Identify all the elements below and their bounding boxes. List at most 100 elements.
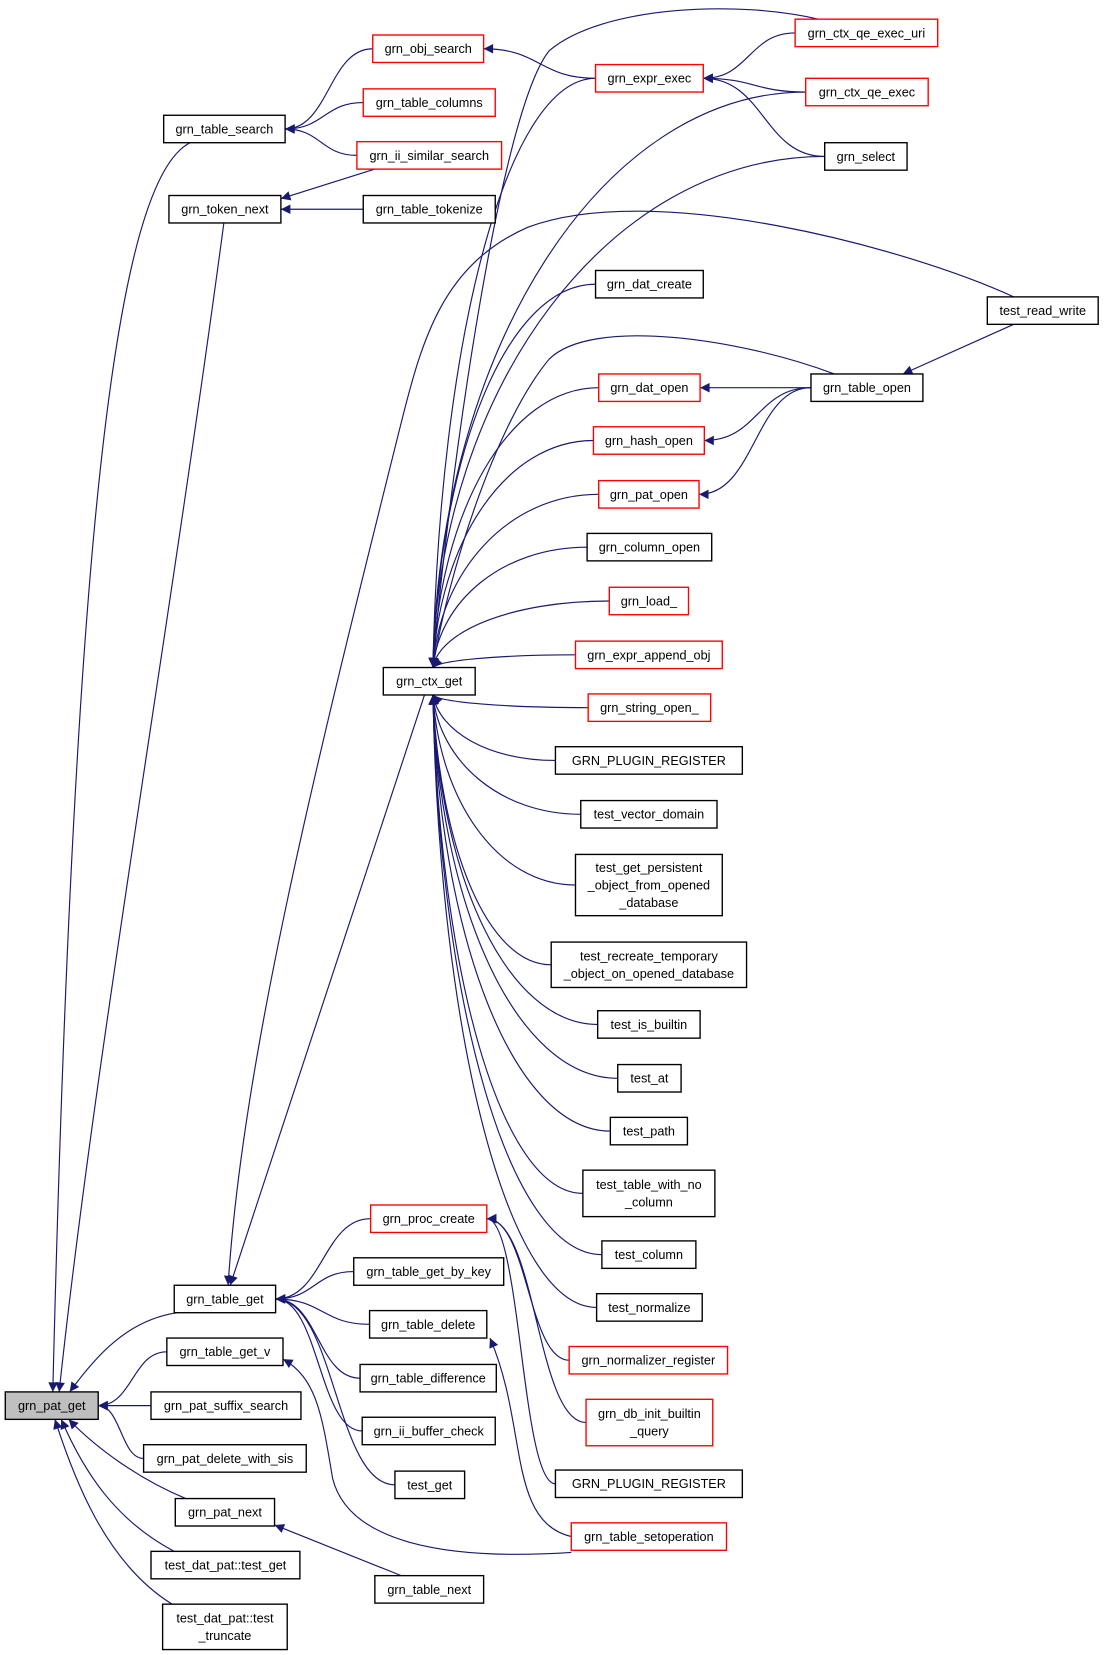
edge-token_next-to-pat_get [55,222,225,1392]
edge-table_delete-to-table_get [275,1294,370,1325]
node-box [374,1574,485,1604]
node-dat_create[interactable]: grn_dat_create [594,269,704,299]
node-obj_search[interactable]: grn_obj_search [372,34,485,64]
node-table_get_v[interactable]: grn_table_get_v [166,1337,284,1367]
edge-table_get_by_key-to-table_get [275,1270,354,1304]
node-box [580,799,718,829]
node-label: test_at [630,1072,668,1086]
edge-table_setoperation-to-table_delete [489,1337,572,1538]
node-pat_open[interactable]: grn_pat_open [598,479,700,509]
node-load_[interactable]: grn_load_ [608,586,690,616]
node-plugin_register_1[interactable]: GRN_PLUGIN_REGISTER [554,746,744,775]
node-ii_similar_search[interactable]: grn_ii_similar_search [356,140,503,170]
node-table_next[interactable]: grn_table_next [374,1574,485,1604]
node-label: test_is_builtin [611,1018,688,1032]
node-table_get_by_key[interactable]: grn_table_get_by_key [353,1257,505,1286]
node-table_open[interactable]: grn_table_open [810,373,924,403]
edge-test_table_with_no_column-to-ctx_get [428,694,583,1194]
node-string_open_[interactable]: grn_string_open_ [587,693,712,723]
node-test_vector_domain[interactable]: test_vector_domain [580,799,718,829]
node-expr_exec[interactable]: grn_expr_exec [594,63,704,93]
node-ctx_qe_exec_uri[interactable]: grn_ctx_qe_exec_uri [794,18,939,48]
node-label: grn_table_next [387,1583,471,1597]
node-box [608,586,690,616]
node-test_recreate[interactable]: test_recreate_temporary_object_on_opened… [550,941,748,989]
node-box [585,1398,714,1447]
node-label: grn_table_difference [371,1372,486,1386]
node-table_columns[interactable]: grn_table_columns [362,88,496,118]
node-test_column[interactable]: test_column [601,1240,697,1270]
node-test_get[interactable]: test_get [394,1470,466,1500]
node-test_at[interactable]: test_at [617,1063,682,1093]
node-box [570,1522,728,1551]
node-proc_create[interactable]: grn_proc_create [369,1204,488,1234]
node-pat_next[interactable]: grn_pat_next [174,1497,276,1527]
node-label: _truncate [198,1629,252,1643]
node-select[interactable]: grn_select [824,142,908,171]
node-label: test_vector_domain [594,808,704,822]
node-hash_open[interactable]: grn_hash_open [592,426,706,455]
edge-select-to-ctx_get [428,155,825,668]
edge-table_next-to-pat_next [274,1524,402,1577]
node-token_next[interactable]: grn_token_next [168,194,282,224]
node-table_difference[interactable]: grn_table_difference [359,1363,497,1393]
edge-ii_similar_search-to-token_next [280,168,376,201]
node-label: test_get [407,1478,453,1492]
node-pat_suffix_search[interactable]: grn_pat_suffix_search [150,1391,302,1421]
edge-table_get_v-to-pat_get [98,1351,167,1411]
edge-table_open-to-ctx_get [429,335,835,668]
node-table_setoperation[interactable]: grn_table_setoperation [570,1522,728,1551]
node-dat_open[interactable]: grn_dat_open [598,373,701,403]
node-test_dat_pat_test_get[interactable]: test_dat_pat::test_get [150,1550,301,1580]
node-label: grn_obj_search [385,42,472,56]
edge-db_init_builtin_query-to-proc_create [486,1214,587,1424]
node-table_search[interactable]: grn_table_search [162,114,286,144]
node-db_init_builtin_query[interactable]: grn_db_init_builtin_query [585,1398,714,1447]
edge-ctx_qe_exec_uri-to-expr_exec [703,32,796,84]
node-label: grn_load_ [621,594,678,608]
node-box [574,640,723,670]
node-box [805,77,929,107]
node-ctx_qe_exec[interactable]: grn_ctx_qe_exec [805,77,929,107]
node-box [353,1257,505,1286]
node-expr_append_obj[interactable]: grn_expr_append_obj [574,640,723,670]
node-test_path[interactable]: test_path [609,1116,689,1146]
node-table_tokenize[interactable]: grn_table_tokenize [362,194,496,224]
node-test_dat_pat_test_truncate[interactable]: test_dat_pat::test_truncate [161,1603,288,1651]
node-label: grn_select [837,150,896,164]
node-table_delete[interactable]: grn_table_delete [368,1309,488,1339]
node-label: grn_table_setoperation [584,1530,713,1544]
edge-test_read_write-to-table_open [902,323,1014,375]
edge-ii_buffer_check-to-table_get [275,1294,363,1432]
node-label: test_get_persistent [595,861,702,875]
node-label: grn_proc_create [383,1212,475,1226]
node-test_get_persistent[interactable]: test_get_persistent_object_from_opened_d… [574,853,723,917]
node-column_open[interactable]: grn_column_open [586,532,713,562]
node-label: grn_table_get_v [180,1345,271,1359]
node-ii_buffer_check[interactable]: grn_ii_buffer_check [361,1416,496,1446]
node-test_is_builtin[interactable]: test_is_builtin [596,1010,701,1039]
node-plugin_register_2[interactable]: GRN_PLUGIN_REGISTER [554,1469,744,1499]
edge-test_at-to-ctx_get [428,694,618,1079]
node-label: grn_column_open [599,541,700,555]
node-normalizer_register[interactable]: grn_normalizer_register [568,1345,729,1375]
node-box [824,142,908,171]
node-table_get[interactable]: grn_table_get [173,1284,277,1314]
node-box [161,1603,288,1651]
node-pat_get[interactable]: grn_pat_get [4,1391,99,1421]
edge-expr_exec-to-ctx_get [428,77,596,668]
edge-test_normalize-to-ctx_get [428,694,597,1309]
edge-table_search-to-pat_get [48,142,191,1392]
node-label: test_table_with_no [596,1178,702,1192]
edge-table_get-to-pat_get [69,1312,178,1393]
node-test_normalize[interactable]: test_normalize [595,1293,703,1322]
node-label: grn_pat_next [188,1506,262,1520]
node-test_table_with_no_column[interactable]: test_table_with_no _column [582,1169,716,1218]
node-ctx_get[interactable]: grn_ctx_get [382,666,476,696]
node-pat_delete_with_sis[interactable]: grn_pat_delete_with_sis [142,1444,307,1473]
node-test_read_write[interactable]: test_read_write [986,296,1099,326]
edge-load_-to-ctx_get [429,600,610,668]
node-label: _column [624,1196,673,1210]
node-box [362,194,496,224]
edge-pat_open-to-ctx_get [428,493,599,668]
